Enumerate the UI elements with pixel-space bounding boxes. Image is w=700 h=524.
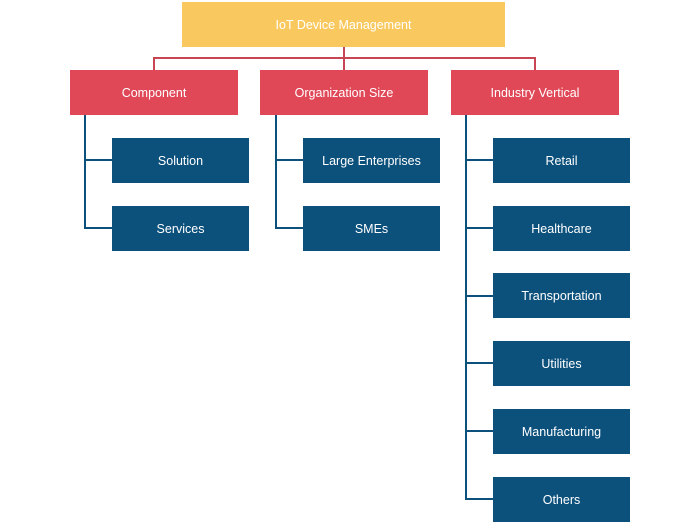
connector-component-trunk (84, 115, 86, 229)
connector-industry-retail (465, 159, 493, 161)
connector-to-organization-size (343, 57, 345, 70)
category-label: Industry Vertical (490, 85, 580, 100)
connector-root-stem (343, 47, 345, 58)
category-organization-size: Organization Size (260, 70, 428, 115)
connector-industry-others (465, 498, 493, 500)
connector-industry-healthcare (465, 227, 493, 229)
leaf-healthcare: Healthcare (493, 206, 630, 251)
connector-industry-manufacturing (465, 430, 493, 432)
connector-to-component (153, 57, 155, 70)
leaf-label: Services (156, 221, 205, 236)
leaf-label: SMEs (354, 221, 389, 236)
leaf-label: Healthcare (531, 221, 592, 236)
leaf-solution: Solution (112, 138, 249, 183)
leaf-label: Retail (545, 153, 578, 168)
connector-industry-trunk (465, 115, 467, 500)
leaf-label: Manufacturing (521, 424, 602, 439)
leaf-label: Large Enterprises (322, 153, 421, 168)
connector-orgsize-smes (275, 227, 303, 229)
leaf-others: Others (493, 477, 630, 522)
root-node: IoT Device Management (182, 2, 505, 47)
connector-industry-utilities (465, 362, 493, 364)
category-industry-vertical: Industry Vertical (451, 70, 619, 115)
connector-industry-transportation (465, 295, 493, 297)
category-component: Component (70, 70, 238, 115)
connector-to-industry-vertical (534, 57, 536, 70)
leaf-label: Utilities (541, 356, 582, 371)
leaf-label: Transportation (521, 288, 602, 303)
leaf-retail: Retail (493, 138, 630, 183)
leaf-label: Solution (157, 153, 204, 168)
connector-component-services (84, 227, 112, 229)
leaf-smes: SMEs (303, 206, 440, 251)
leaf-utilities: Utilities (493, 341, 630, 386)
leaf-manufacturing: Manufacturing (493, 409, 630, 454)
root-node-label: IoT Device Management (275, 17, 412, 32)
leaf-services: Services (112, 206, 249, 251)
connector-component-solution (84, 159, 112, 161)
category-label: Component (121, 85, 187, 100)
leaf-label: Others (542, 492, 581, 507)
connector-orgsize-large-enterprises (275, 159, 303, 161)
connector-orgsize-trunk (275, 115, 277, 229)
leaf-transportation: Transportation (493, 273, 630, 318)
category-label: Organization Size (294, 85, 394, 100)
leaf-large-enterprises: Large Enterprises (303, 138, 440, 183)
